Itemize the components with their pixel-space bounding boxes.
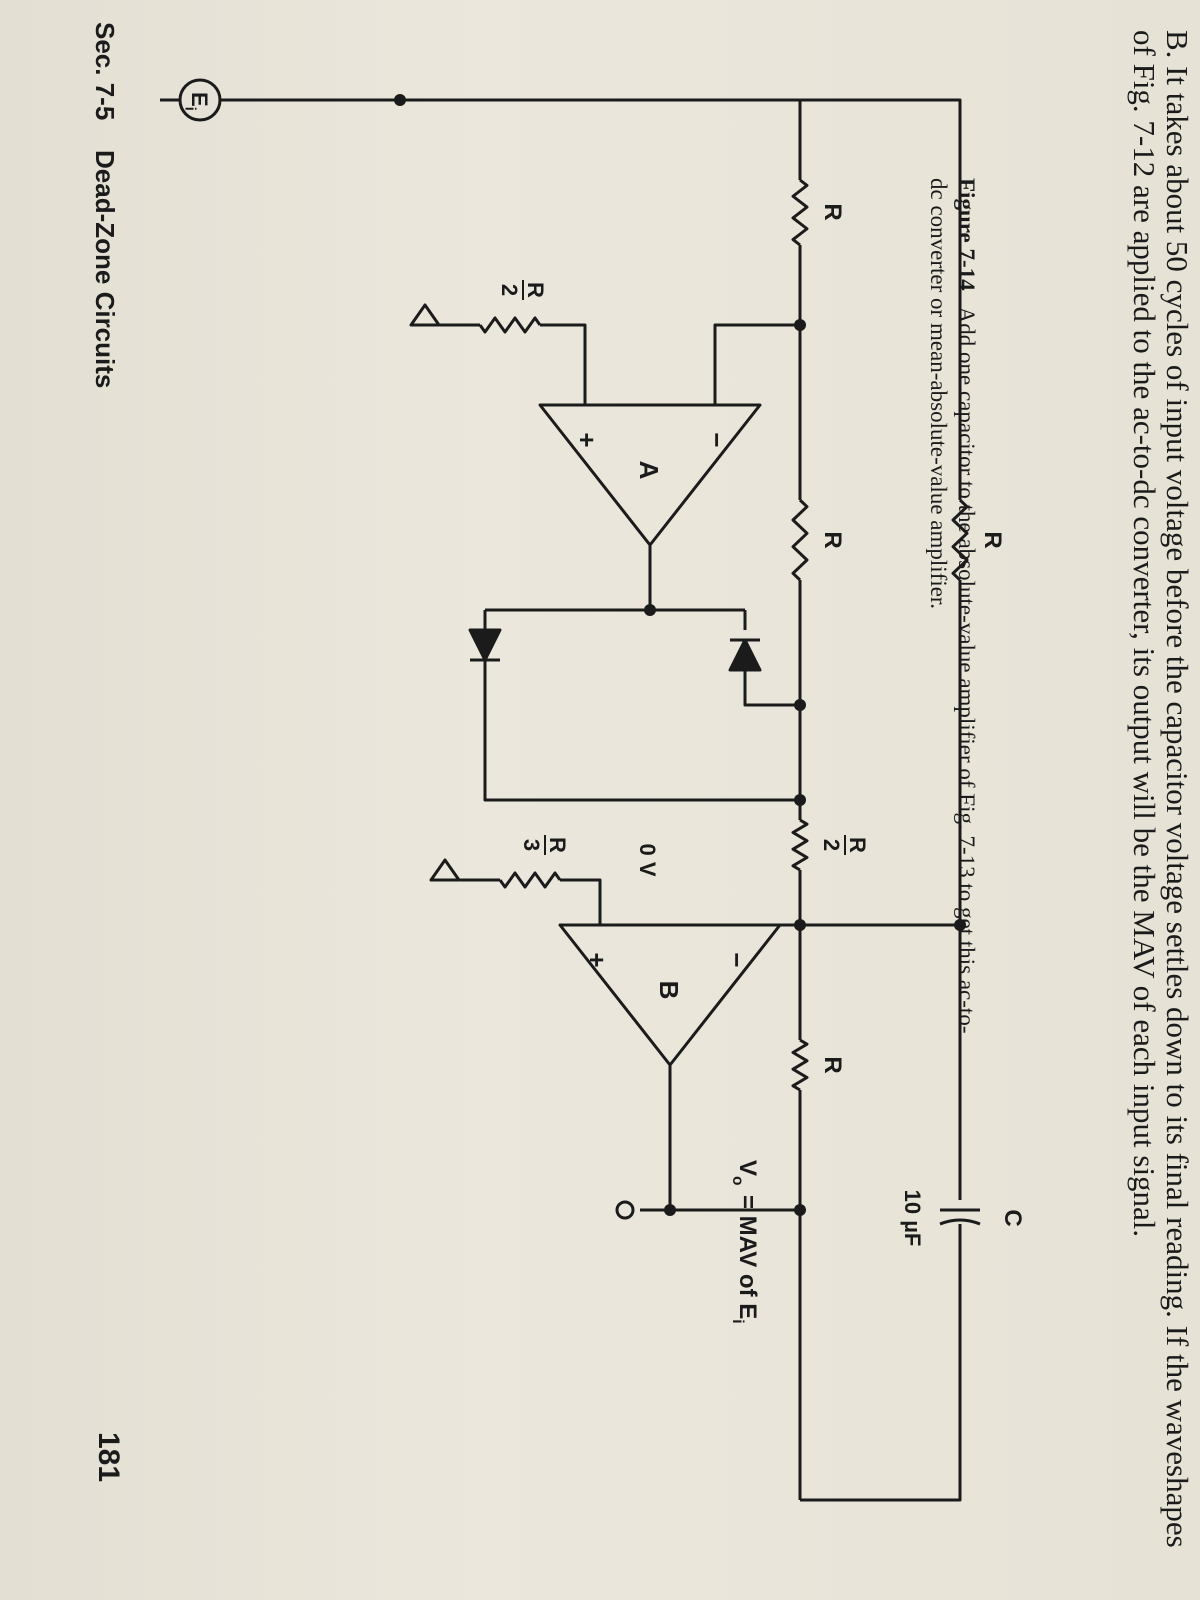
figure-caption: Figure 7-14 Add one capacitor to the abs… (924, 178, 980, 1038)
resistor-a-ground (478, 316, 542, 334)
resistor-b-ground (498, 871, 562, 889)
diode-2 (468, 628, 502, 662)
opamp-a-plus: + (572, 432, 602, 447)
resistor-mid-label-den: 2 (819, 839, 844, 851)
capacitor-value: 10 µF (900, 1190, 925, 1247)
junction-dot (794, 699, 806, 711)
input-wire (400, 98, 802, 180)
resistor-a-ground-label-num: R (523, 282, 548, 298)
resistor-feedback-top-label: R (979, 531, 1006, 548)
resistor-feedback-top (951, 498, 969, 582)
ground-b (429, 858, 461, 882)
opamp-a-body (538, 403, 762, 547)
opamp-a-label: A (634, 461, 664, 480)
diode-1-wire (743, 670, 800, 707)
input-label: Ei (181, 92, 212, 111)
body-paragraph-text: B. It takes about 50 cycles of input vol… (1127, 30, 1195, 1548)
virtual-ground-label: 0 V (635, 843, 660, 876)
resistor-a-ground-label-den: 2 (497, 284, 522, 296)
output-label-v: Vo (729, 1160, 761, 1186)
resistor-b-feedback-label: R (819, 1056, 846, 1073)
diode-2-wire (483, 660, 800, 802)
opamp-b-output (668, 1065, 800, 1212)
wire (560, 878, 602, 925)
resistor-mid (791, 818, 809, 872)
capacitor-name: C (999, 1209, 1026, 1226)
feedback-rail-right (800, 1224, 962, 1502)
ground-a (409, 303, 441, 327)
resistor-a-feedback (791, 498, 809, 582)
resistor-a-feedback-label: R (819, 531, 846, 548)
resistor-input-label: R (819, 203, 846, 220)
opamp-b-plus: + (582, 952, 612, 967)
output-terminal (615, 1200, 635, 1220)
opamp-a-plus-wire (540, 323, 587, 405)
resistor-mid-label-num: R (845, 837, 870, 853)
figure-number: Figure 7-14 (954, 178, 979, 291)
junction-dot (644, 604, 656, 616)
output-label-rest: = MAV of Ei (729, 1195, 761, 1324)
resistor-b-ground-label-den: 3 (519, 839, 544, 851)
resistor-b-ground-label-num: R (545, 837, 570, 853)
capacitor-plate-2 (939, 1218, 981, 1226)
diode-1 (728, 638, 762, 672)
body-paragraph: B. It takes about 50 cycles of input vol… (1127, 30, 1195, 1570)
opamp-b-label: B (654, 981, 684, 1000)
figure-caption-text: Add one capacitor to the absolute-value … (926, 178, 979, 1034)
resistor-b-feedback (791, 1038, 809, 1092)
feedback-rail-left (400, 98, 962, 500)
opamp-a-minus: − (702, 432, 732, 447)
opamp-a-minus-wire (713, 323, 800, 405)
opamp-b-body (558, 923, 782, 1067)
opamp-b-minus: − (722, 952, 752, 967)
resistor-input (791, 178, 809, 247)
